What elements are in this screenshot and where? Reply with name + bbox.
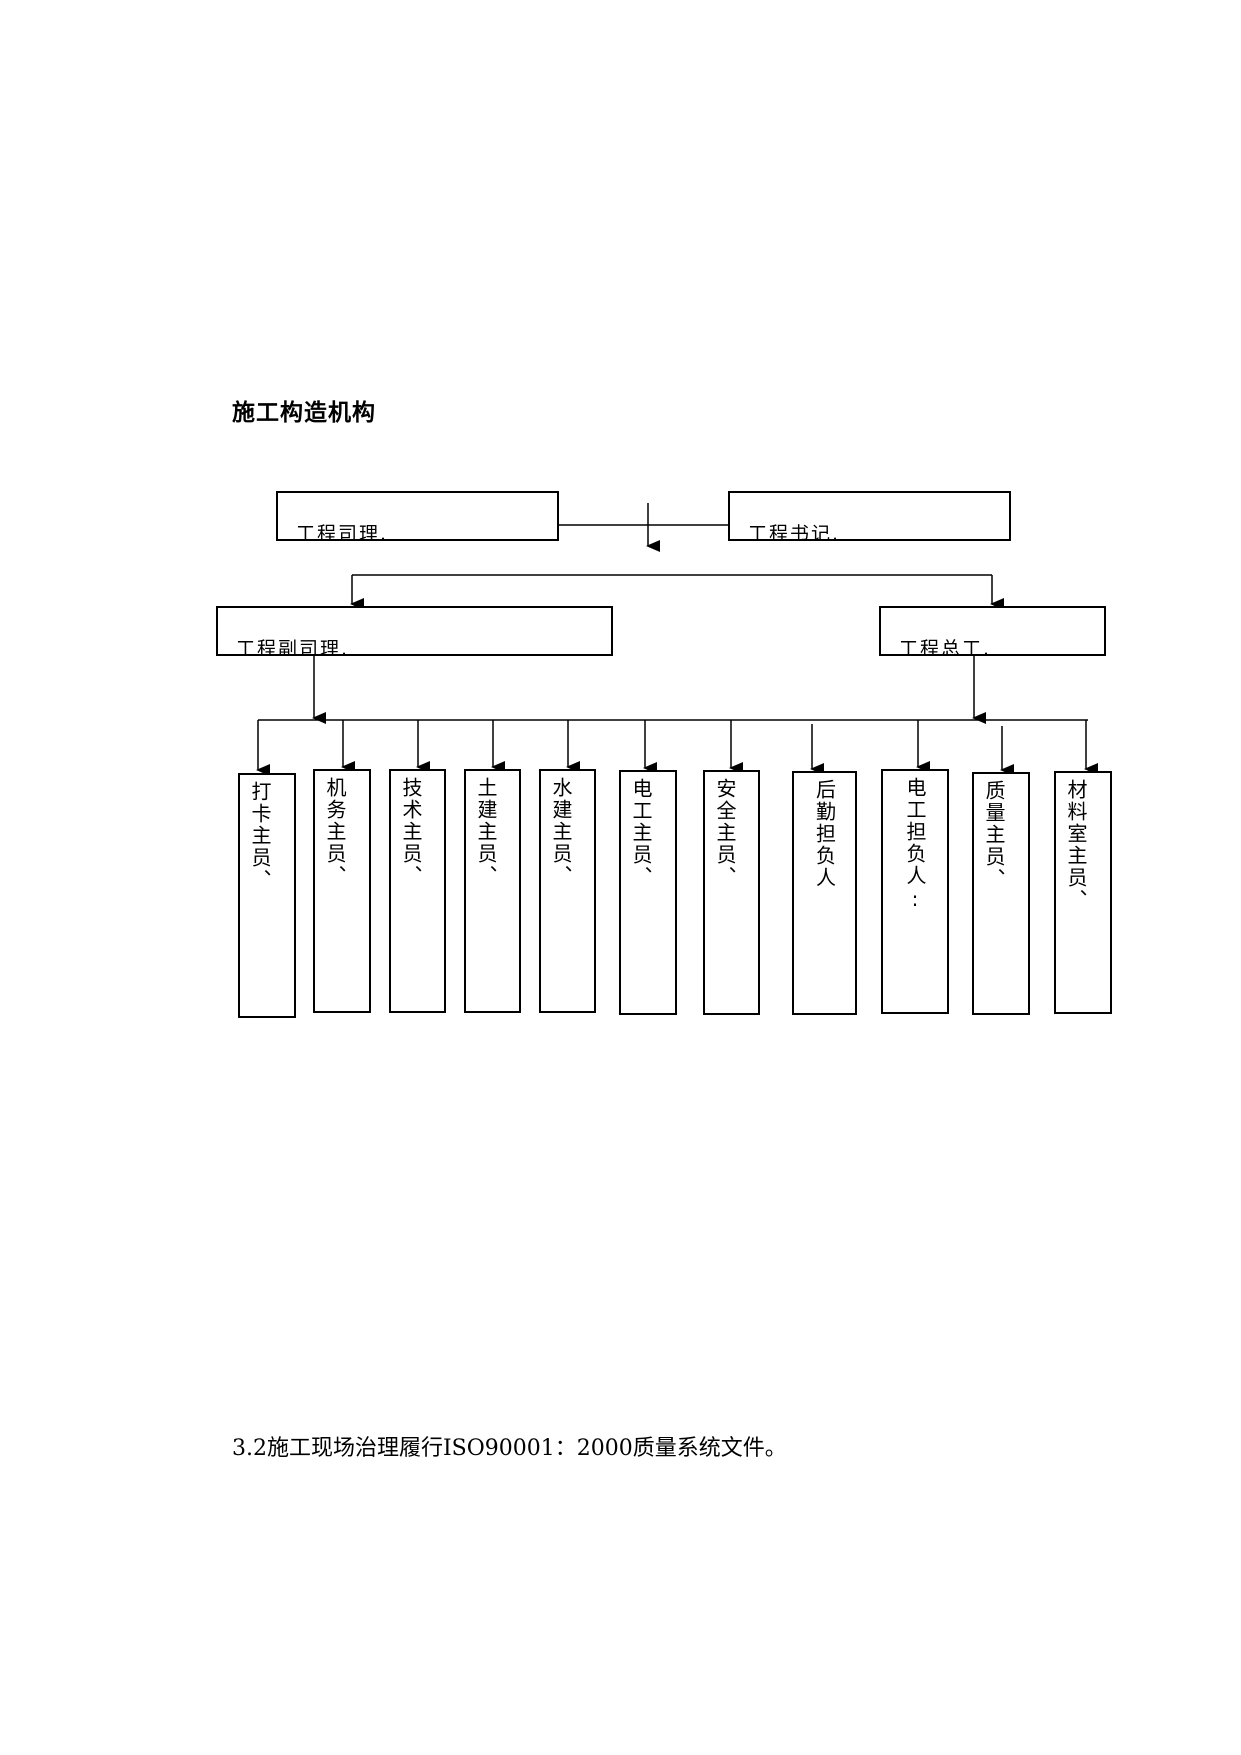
- box-label: 电工主员、: [629, 778, 653, 888]
- box-staff-3: 技术主员、: [389, 769, 446, 1013]
- box-label: 打卡主员、: [248, 781, 272, 891]
- box-staff-7: 安全主员、: [703, 770, 760, 1015]
- box-staff-5: 水建主员、: [539, 769, 596, 1013]
- box-staff-9: 电工担负人:: [881, 769, 949, 1014]
- box-label: 工程副司理.: [236, 638, 350, 656]
- box-label: 电工担负人:: [903, 777, 927, 913]
- box-staff-11: 材料室主员、: [1054, 771, 1112, 1014]
- box-label: 质量主员、: [982, 780, 1006, 890]
- box-label: 机务主员、: [323, 777, 347, 887]
- box-staff-6: 电工主员、: [619, 770, 677, 1015]
- box-label: 工程司理.: [296, 523, 389, 541]
- box-label: 水建主员、: [549, 777, 573, 887]
- box-staff-2: 机务主员、: [313, 769, 371, 1013]
- box-deputy-manager: 工程副司理.: [216, 606, 613, 656]
- box-project-secretary: 工程书记.: [728, 491, 1011, 541]
- box-project-manager: 工程司理.: [276, 491, 559, 541]
- box-chief-engineer: 工程总工.: [879, 606, 1106, 656]
- box-staff-1: 打卡主员、: [238, 773, 296, 1018]
- box-label: 技术主员、: [399, 777, 423, 887]
- box-label: 工程总工.: [899, 638, 992, 656]
- box-label: 工程书记.: [748, 523, 841, 541]
- box-staff-10: 质量主员、: [972, 772, 1030, 1015]
- box-staff-4: 土建主员、: [464, 769, 521, 1013]
- box-staff-8: 后勤担负人: [792, 771, 857, 1015]
- footer-paragraph: 3.2施工现场治理履行ISO90001：2000质量系统文件。: [232, 1436, 787, 1461]
- box-label: 材料室主员、: [1064, 779, 1088, 911]
- box-label: 土建主员、: [474, 777, 498, 887]
- box-label: 后勤担负人: [812, 779, 837, 889]
- box-label: 安全主员、: [713, 778, 737, 888]
- page-heading: 施工构造机构: [232, 400, 376, 426]
